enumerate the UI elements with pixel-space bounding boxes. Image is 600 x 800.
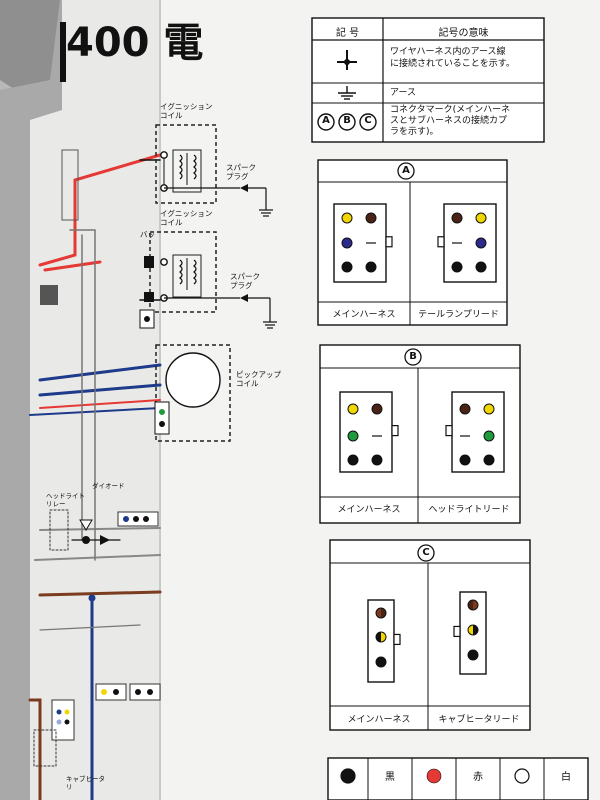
label-diode: ダイオード (92, 482, 125, 490)
pin (451, 212, 463, 224)
pin (371, 454, 383, 466)
pin (459, 454, 471, 466)
pin (483, 430, 495, 442)
legend-row-wire-ground-text: ワイヤハーネス内のアース線 に接続されていることを示す。 (390, 47, 515, 69)
connector-mark-letter-a: A (322, 115, 330, 126)
label-headlight-relay: ヘッドライト リレー (46, 492, 85, 508)
connector-panels (317, 159, 531, 731)
color-swatch-white (514, 768, 530, 784)
pin (475, 212, 487, 224)
color-key-red-name: 赤 (473, 772, 483, 783)
pin (375, 656, 387, 668)
pin (341, 237, 353, 249)
legend-row-connector-text: コネクタマーク(メインハーネ スとサブハーネスの接続カプ ラを示す)。 (390, 105, 511, 137)
panel-b-right-caption: ヘッドライトリード (428, 505, 510, 515)
pin (371, 403, 383, 415)
pin (451, 261, 463, 273)
pin (341, 212, 353, 224)
pin (365, 261, 377, 273)
wire-ground-icon (337, 50, 357, 70)
color-key (327, 757, 589, 800)
label-cap-heater: キャブヒータ リ (66, 775, 105, 791)
label-ignition-coil-1: イグニッション コイル (160, 102, 213, 120)
panel-b-mark (404, 348, 422, 366)
connector-mark-letter-b: B (343, 115, 351, 126)
pickup-coil (154, 344, 231, 442)
legend-row-earth-text: アース (390, 88, 417, 98)
panel-c-mark (417, 544, 435, 562)
pin (468, 600, 473, 610)
legend-header-symbol: 記 号 (335, 28, 360, 39)
panel-a-mark (397, 162, 415, 180)
pin (467, 649, 479, 661)
panel-b-left-caption: メインハーネス (337, 505, 401, 515)
pin (365, 212, 377, 224)
ignition-coil-2 (139, 231, 277, 329)
pin (341, 261, 353, 273)
pin (483, 454, 495, 466)
earth-ground-icon (338, 86, 356, 100)
label-spark-plug-2: スパーク プラグ (230, 272, 260, 290)
panel-a-right-caption: テールランプリード (418, 310, 499, 320)
color-key-white-name: 白 (561, 772, 571, 783)
color-swatch-black (340, 768, 356, 784)
ignition-coil-1 (155, 124, 273, 217)
panel-c-right-caption: キャブヒータリード (438, 715, 520, 725)
pin (475, 237, 487, 249)
panel-b-letter: B (409, 351, 417, 362)
pin (347, 430, 359, 442)
connector-panel-c (329, 539, 531, 731)
panel-c-left-caption: メインハーネス (347, 715, 411, 725)
pin (347, 454, 359, 466)
panel-a-letter: A (402, 165, 410, 176)
connector-mark-letter-c: C (364, 115, 372, 126)
panel-a-left-caption: メインハーネス (332, 310, 396, 320)
legend-table (311, 17, 545, 143)
panel-a-tail-connector (443, 203, 497, 283)
label-pickup-coil: ピックアップ コイル (236, 370, 281, 388)
label-partial-ba: バッ (140, 230, 155, 239)
left-wiring (28, 22, 162, 800)
pin (475, 261, 487, 273)
pin (347, 403, 359, 415)
panel-c-letter: C (422, 547, 430, 558)
connector-mark-icon (317, 113, 377, 131)
pin (376, 632, 381, 642)
pin (376, 608, 381, 618)
pin (483, 403, 495, 415)
legend-header-meaning: 記号の意味 (438, 28, 489, 39)
label-spark-plug-1: スパーク プラグ (226, 163, 256, 181)
pin (459, 403, 471, 415)
page-title-fragment: 400 電 (66, 20, 204, 66)
label-ignition-coil-2: イグニッション コイル (160, 209, 213, 227)
color-key-black-name: 黒 (385, 772, 395, 783)
pin (468, 625, 473, 635)
color-swatch-red (426, 768, 442, 784)
